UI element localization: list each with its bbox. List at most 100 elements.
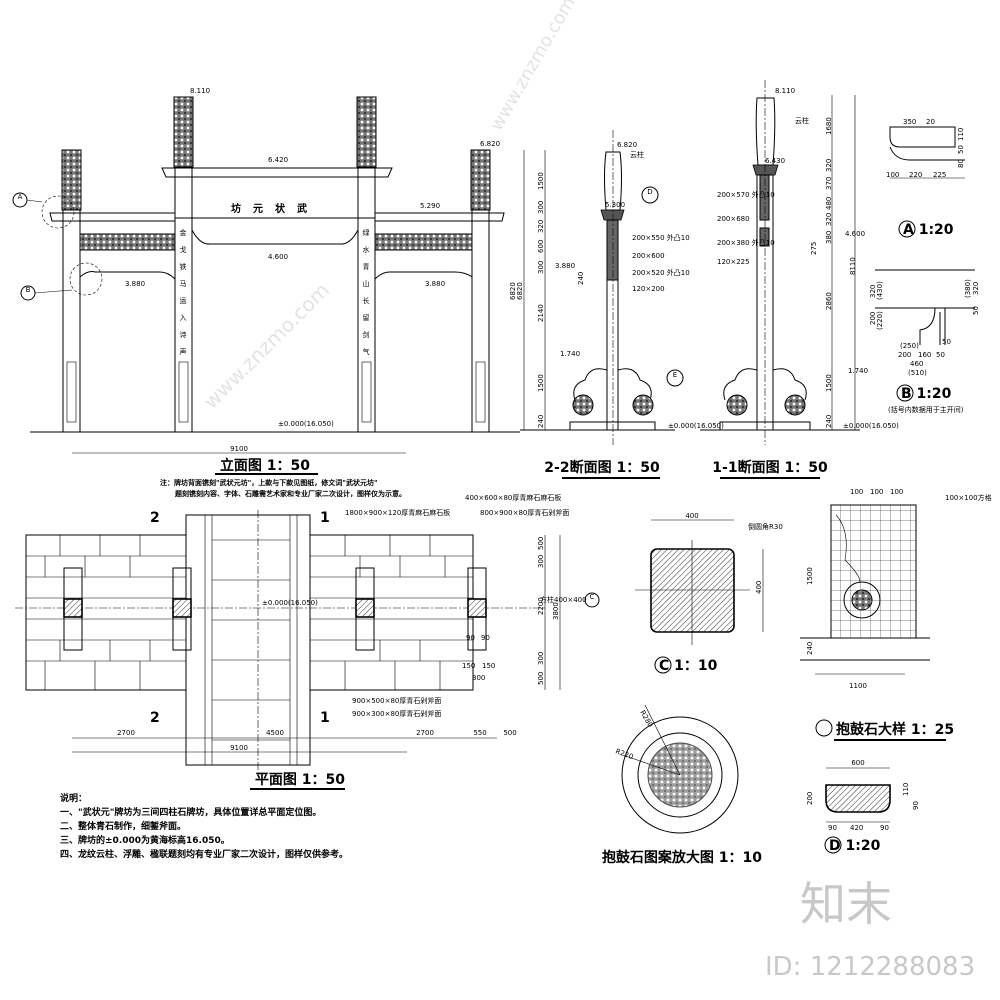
svg-text:气: 气 — [363, 347, 370, 356]
level-mark: 1.740 — [560, 350, 580, 358]
dim: 300 — [537, 555, 545, 568]
dim: 275 — [810, 242, 818, 255]
detail-e-title: 抱鼓石大样 1：25 — [836, 721, 954, 738]
dim: 500 — [537, 672, 545, 685]
drum-stone — [632, 394, 654, 416]
dim: 1500 — [537, 374, 545, 392]
svg-text:A: A — [18, 193, 23, 201]
dim: 100 — [870, 488, 883, 496]
dim: 2700 — [117, 729, 135, 737]
member-label: 200×680 — [717, 215, 750, 223]
svg-text:剑: 剑 — [363, 330, 370, 339]
dim: 100 — [850, 488, 863, 496]
detail-a-marker — [898, 220, 916, 238]
watermark-id: ID: 1212288083 — [765, 952, 975, 982]
relief-panel-left — [79, 233, 176, 251]
section-mark-1-top: 1 — [320, 510, 330, 526]
level-mark: 3.880 — [555, 262, 575, 270]
plan-title: 平面图 1：50 — [255, 772, 345, 788]
detail-c-marker — [654, 656, 672, 674]
label-cloud-pillar: 云柱 — [795, 116, 809, 125]
section-mark-2-top: 2 — [150, 510, 160, 526]
callout-a-marker[interactable]: A — [12, 192, 43, 208]
dim: 1500 — [537, 172, 545, 190]
detail-c: 400 400 倒圆角R30 C 1：10 — [635, 512, 783, 674]
detail-e: 100 100 100 1500 240 1100 100×100方格 抱鼓石大… — [800, 488, 992, 741]
dim: 1500 — [806, 567, 814, 585]
detail-d: 600 200 90 420 90 110 90 D 1:20 — [806, 759, 920, 854]
dim: 50 — [957, 145, 965, 154]
elevation-note-1: 注：牌坊背面镌刻"武状元坊"，上款与下款见图纸，修文词"武状元坊" — [160, 478, 378, 487]
dim: 1500 — [825, 374, 833, 392]
main-beam — [161, 167, 393, 219]
detail-d-title: D 1:20 — [829, 838, 881, 854]
callout-c-marker[interactable]: C — [584, 592, 600, 608]
dim: 400 — [755, 581, 763, 594]
section-2-2: 6.820 5.300 3.880 1.740 ±0.000(16.050) 云… — [516, 130, 724, 479]
paving-joints — [15, 510, 545, 770]
detail-b-marker — [896, 384, 914, 402]
dim: 2860 — [825, 292, 833, 310]
dim: 1680 — [825, 117, 833, 135]
dim: 1100 — [849, 682, 867, 690]
dim: 90 — [481, 634, 490, 642]
member-label: 200×520 外凸10 — [632, 268, 690, 277]
label-column: 方柱400×400 — [540, 595, 587, 604]
svg-text:声: 声 — [180, 347, 187, 356]
dim: 2140 — [537, 304, 545, 322]
dim: (220) — [876, 311, 884, 330]
beam-section — [606, 219, 619, 281]
member-label: 120×225 — [717, 258, 750, 266]
section-2-2-title: 2-2断面图 1：50 — [544, 459, 660, 476]
dim: 300 — [537, 261, 545, 274]
height-dim: 6820 — [509, 282, 517, 300]
dim: 2700 — [416, 729, 434, 737]
dim: (510) — [908, 369, 927, 377]
detail-b-title: B 1:20 — [901, 386, 952, 402]
drum-stone — [784, 394, 806, 416]
level-mark: ±0.000(16.050) — [668, 422, 724, 430]
dim: 200 — [806, 792, 814, 805]
label-slab-500: 900×500×80厚青石剁斧面 — [352, 696, 441, 705]
couplet-left: 金 戈 铁 马 运 入 诗 声 — [180, 228, 187, 356]
watermark-logo: 知末 — [800, 877, 892, 931]
detail-e-marker — [815, 719, 833, 737]
dim-total: 9100 — [230, 744, 248, 752]
dim: 550 — [473, 729, 486, 737]
dim: 220 — [909, 171, 922, 179]
callout-b-marker[interactable]: B — [20, 285, 73, 301]
callout-e-marker[interactable]: E — [666, 369, 684, 387]
level-mark: 1.740 — [848, 367, 868, 375]
dim: 90 — [912, 801, 920, 810]
level-mark: 5.290 — [420, 202, 440, 210]
dragon-cloud-pillar — [61, 149, 82, 211]
svg-text:B: B — [26, 286, 31, 294]
member-label: 200×570 外凸10 — [717, 190, 775, 199]
dim: 300 — [472, 674, 485, 682]
dim: 160 — [918, 351, 931, 359]
dim: 460 — [910, 360, 923, 368]
side-arches — [79, 271, 473, 280]
dim: 225 — [933, 171, 946, 179]
svg-text:青: 青 — [363, 262, 370, 271]
callout-d-marker[interactable]: D — [641, 186, 659, 204]
plan-dimension-lines — [72, 535, 561, 753]
general-notes: 说明： 一、"武状元"牌坊为三间四柱石牌坊，具体位置详总平面定位图。 二、整体青… — [60, 792, 348, 860]
column-base-panels — [66, 361, 486, 423]
section-1-1: 8.110 6.430 4.600 1.740 ±0.000(16.050) 云… — [700, 80, 899, 479]
label-fillet: 倒圆角R30 — [748, 522, 783, 531]
label-slab-900: 800×900×80厚青石剁斧面 — [480, 508, 569, 517]
dim: 200 — [898, 351, 911, 359]
main-arch — [191, 229, 359, 245]
dim: 100 — [886, 171, 899, 179]
dragon-cloud-pillar — [470, 149, 491, 211]
svg-text:金: 金 — [180, 228, 187, 237]
dim: 20 — [926, 118, 935, 126]
dim: 420 — [850, 824, 863, 832]
elevation-title: 立面图 1：50 — [220, 457, 310, 474]
level-mark: 8.110 — [775, 87, 795, 95]
level-mark: 3.880 — [125, 280, 145, 288]
svg-text:长: 长 — [363, 296, 370, 305]
note-item: 三、牌坊的±0.000为黄海标高16.050。 — [60, 834, 230, 846]
section-mark-1-bottom: 1 — [320, 710, 330, 726]
